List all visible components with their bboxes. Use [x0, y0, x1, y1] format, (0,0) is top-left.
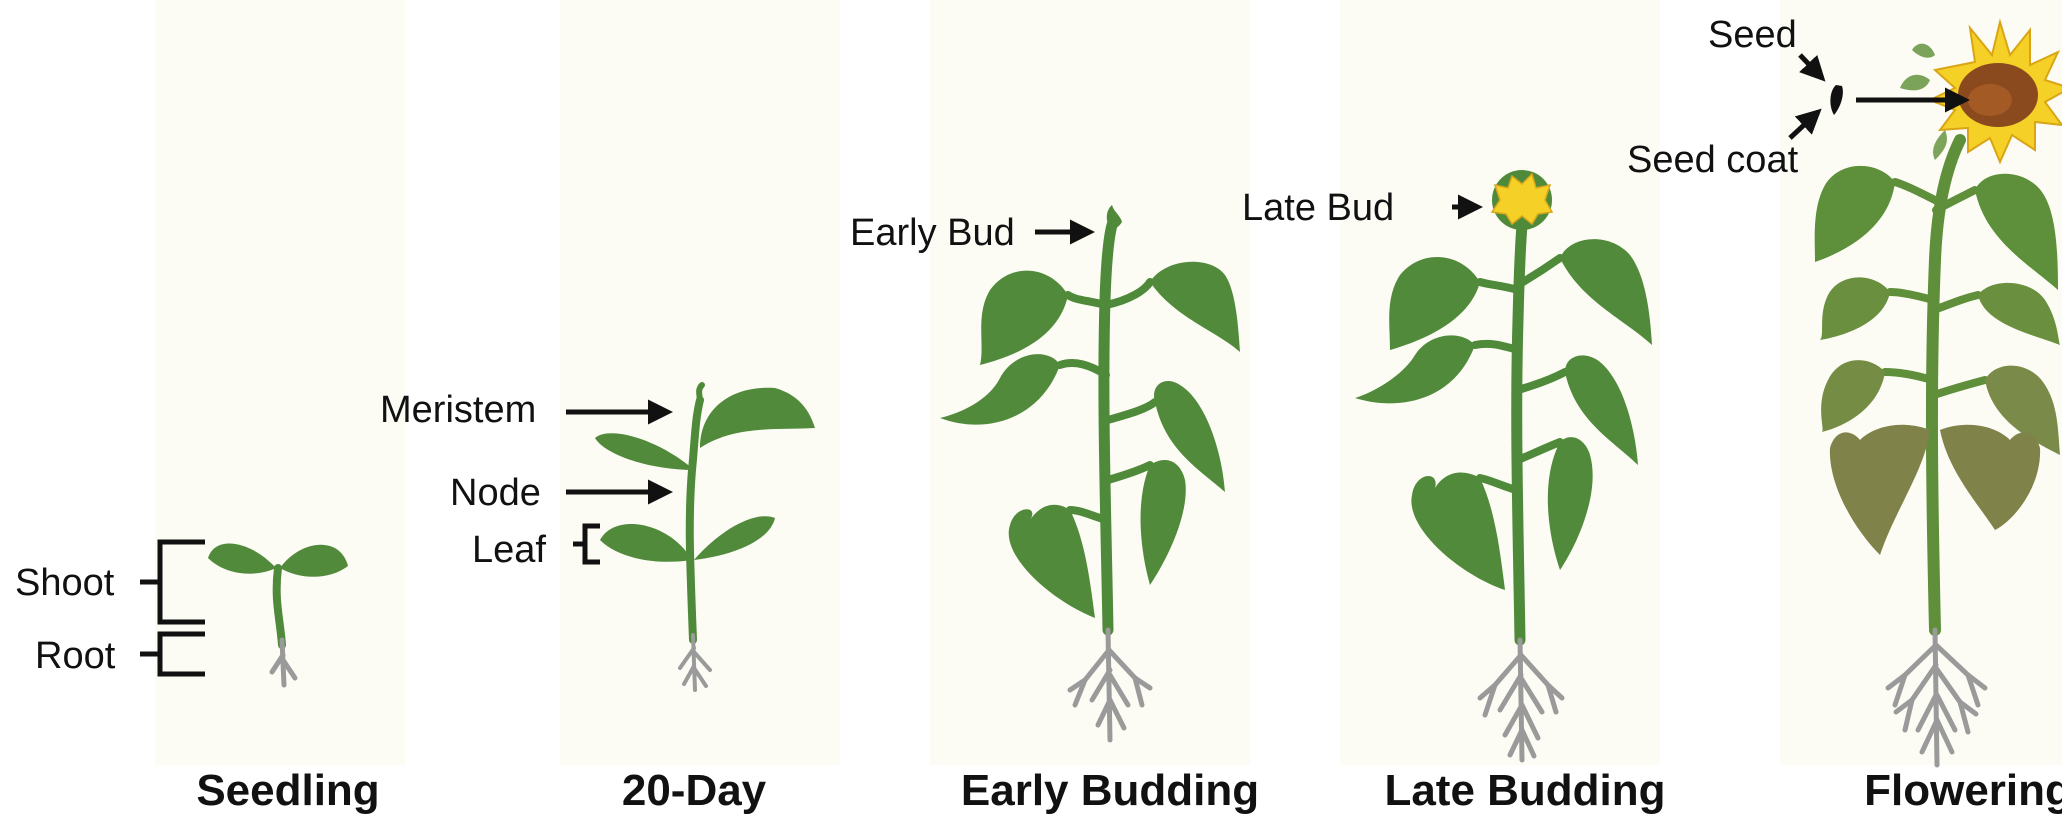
stage-label-seedling: Seedling: [196, 766, 379, 815]
stage-label-20-day: 20-Day: [622, 766, 767, 815]
root-label: Root: [35, 635, 116, 677]
panel-20-day: [560, 0, 840, 765]
stage-label-late-budding: Late Budding: [1384, 766, 1665, 815]
stage-label-early-budding: Early Budding: [961, 766, 1259, 815]
shoot-label: Shoot: [15, 562, 115, 604]
node-label: Node: [450, 472, 541, 514]
panel-early-budding: [930, 0, 1250, 765]
stage-label-flowering: Flowering: [1864, 766, 2062, 815]
leaf-label: Leaf: [472, 529, 546, 571]
late-bud: [1492, 170, 1552, 230]
seed-coat-label: Seed coat: [1627, 139, 1799, 181]
seed-label: Seed: [1708, 14, 1797, 56]
meristem-label: Meristem: [380, 389, 536, 431]
late-bud-label: Late Bud: [1242, 187, 1394, 229]
early-bud-label: Early Bud: [850, 212, 1015, 254]
twenty-day-meristem: [699, 385, 702, 402]
